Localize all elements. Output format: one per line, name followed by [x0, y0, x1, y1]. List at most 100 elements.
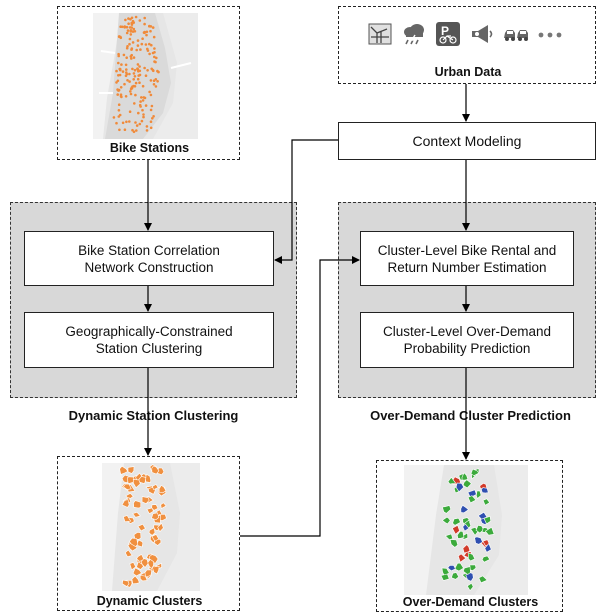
station-dot: [126, 45, 129, 48]
station-dot: [126, 79, 129, 82]
cluster-polygon: [475, 524, 485, 534]
over-demand-probability-box: Cluster-Level Over-Demand Probability Pr…: [360, 312, 574, 368]
cluster-polygon: [122, 483, 132, 490]
station-dot: [149, 93, 153, 97]
cluster-polygon: [470, 468, 480, 477]
over-demand-clusters-map: [404, 465, 528, 595]
station-dot: [132, 56, 136, 59]
station-dot: [152, 83, 156, 86]
bike-stations-caption: Bike Stations: [109, 141, 190, 155]
cluster-polygon: [141, 558, 149, 568]
station-dot: [154, 85, 158, 88]
svg-text:P: P: [441, 24, 449, 38]
over-demand-clusters-caption: Over-Demand Clusters: [402, 595, 539, 609]
station-dot: [135, 124, 139, 127]
cluster-polygon: [151, 512, 160, 521]
station-dot: [149, 108, 153, 112]
cluster-polygon: [133, 531, 142, 541]
station-dot: [128, 120, 131, 123]
cluster-polygon: [144, 569, 153, 578]
station-dot: [153, 55, 156, 59]
cluster-polygon: [132, 511, 141, 518]
cluster-polygon: [449, 539, 459, 548]
station-dot: [118, 67, 122, 71]
cluster-polygon: [123, 515, 132, 523]
station-dot: [143, 66, 146, 70]
cluster-polygon: [484, 526, 495, 536]
station-dot: [116, 93, 119, 96]
station-dot: [148, 52, 151, 56]
station-dot: [152, 35, 156, 39]
rain-cloud-icon: [404, 24, 424, 46]
cluster-polygon: [442, 505, 452, 514]
map-icon: [368, 23, 392, 45]
cluster-polygon: [447, 476, 457, 485]
station-dot: [149, 29, 152, 33]
station-dot: [131, 67, 134, 71]
cluster-polygon: [131, 575, 140, 585]
cluster-polygon: [133, 500, 142, 509]
station-dot: [142, 31, 146, 34]
cluster-polygon: [451, 524, 460, 535]
dynamic-clusters-panel: Dynamic Clusters: [57, 456, 240, 611]
over-demand-cluster-polygons: [440, 467, 495, 592]
parking-bike-sign-icon: P: [436, 22, 460, 46]
station-dot: [146, 47, 149, 51]
station-dot: [136, 67, 139, 70]
bike-stations-panel: Bike Stations: [57, 6, 240, 160]
station-dot: [149, 120, 153, 123]
station-dot: [128, 80, 131, 83]
station-dot: [144, 43, 148, 46]
station-dot: [152, 115, 155, 118]
cluster-polygon: [467, 495, 477, 504]
station-dot: [131, 19, 135, 23]
cluster-polygon: [128, 537, 139, 547]
station-dot: [139, 48, 142, 51]
station-dot: [153, 60, 156, 63]
station-dot: [130, 48, 133, 51]
cluster-polygon: [444, 533, 454, 541]
station-dot: [117, 35, 121, 38]
station-dot: [132, 27, 136, 31]
cluster-polygon: [484, 542, 492, 553]
station-dot: [121, 121, 125, 125]
cluster-polygon: [121, 579, 130, 587]
station-dot: [126, 29, 130, 32]
station-dot: [130, 26, 133, 29]
cluster-polygon: [477, 511, 488, 520]
cluster-polygon: [151, 484, 159, 491]
station-dot: [129, 90, 132, 93]
station-dot: [125, 31, 129, 35]
station-dot: [145, 129, 149, 132]
dynamic-clusters-map: [102, 463, 200, 591]
prediction-group-label: Over-Demand Cluster Prediction: [370, 408, 571, 423]
station-dot: [143, 16, 146, 20]
station-dot: [134, 15, 138, 19]
station-dot: [130, 21, 133, 25]
station-dot: [122, 53, 126, 57]
station-dot: [148, 24, 151, 28]
station-dot: [131, 30, 135, 33]
station-dot: [142, 113, 145, 116]
cluster-polygon: [451, 572, 460, 580]
station-dot: [125, 72, 129, 76]
station-dot: [132, 72, 136, 75]
station-dot: [139, 100, 142, 103]
station-dot: [112, 116, 116, 119]
station-dot: [135, 129, 138, 132]
cluster-polygon: [132, 479, 141, 489]
cluster-polygon: [460, 504, 469, 514]
cluster-polygon: [456, 530, 465, 539]
station-dot: [153, 47, 156, 50]
station-dot: [117, 54, 120, 58]
urban-data-caption: Urban Data: [434, 65, 502, 79]
cluster-polygon: [127, 466, 135, 474]
cluster-polygon: [124, 549, 133, 558]
station-dot: [136, 39, 140, 42]
cluster-polygon: [466, 582, 474, 592]
cluster-polygon: [441, 516, 451, 525]
station-dot: [148, 90, 151, 94]
station-dot: [146, 69, 149, 72]
over-demand-clusters-panel: Over-Demand Clusters: [376, 460, 563, 612]
